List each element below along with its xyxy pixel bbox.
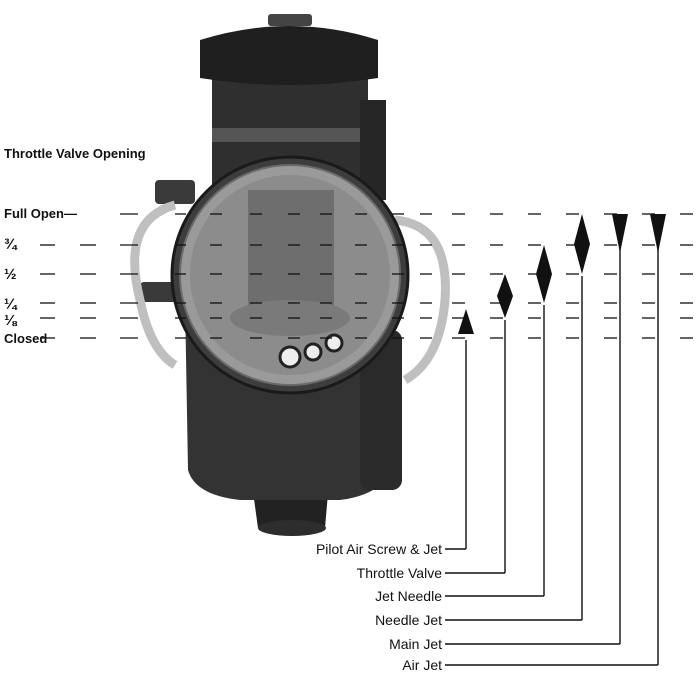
- opening-label-closed: Closed: [4, 331, 48, 346]
- carb-throttle-slide: [248, 190, 334, 310]
- carb-hose-left: [130, 200, 178, 369]
- carb-left-fitting: [155, 180, 195, 204]
- range-marker-1: [497, 274, 513, 318]
- component-label-jet-needle: Jet Needle: [375, 588, 442, 604]
- carb-bottom-cap: [258, 520, 326, 536]
- carburetor-illustration: [130, 14, 450, 536]
- carb-left-screw: [140, 282, 180, 302]
- component-label-needle-jet: Needle Jet: [375, 612, 442, 628]
- range-marker-5: [650, 214, 666, 253]
- component-label-throttle-valve: Throttle Valve: [356, 565, 442, 581]
- carb-top-cap-ring: [268, 14, 312, 26]
- opening-label-eighth: ⅛: [4, 312, 17, 329]
- carb-jet-hole-1: [278, 345, 302, 369]
- component-label-pilot-air-screw-jet: Pilot Air Screw & Jet: [315, 541, 442, 557]
- opening-marks: [40, 213, 693, 666]
- opening-label-full: Full Open—: [4, 206, 77, 221]
- opening-label-three-quarter: ¾: [4, 236, 17, 253]
- range-marker-2: [536, 245, 552, 303]
- carb-jet-hole-3: [324, 333, 344, 353]
- carb-top-cap: [200, 26, 378, 85]
- range-marker-4: [612, 214, 628, 253]
- carb-hose-right: [394, 215, 450, 384]
- range-marker-0: [458, 309, 474, 334]
- component-label-air-jet: Air Jet: [402, 657, 442, 673]
- opening-label-half: ½: [4, 266, 17, 283]
- carb-tower-band: [212, 128, 368, 142]
- diagram-title: Throttle Valve Opening: [4, 146, 146, 161]
- opening-label-quarter: ¼: [4, 296, 17, 313]
- range-marker-3: [574, 214, 590, 274]
- carb-float-chamber: [360, 330, 402, 490]
- component-label-main-jet: Main Jet: [389, 636, 442, 652]
- carb-jet-hole-2: [303, 342, 323, 362]
